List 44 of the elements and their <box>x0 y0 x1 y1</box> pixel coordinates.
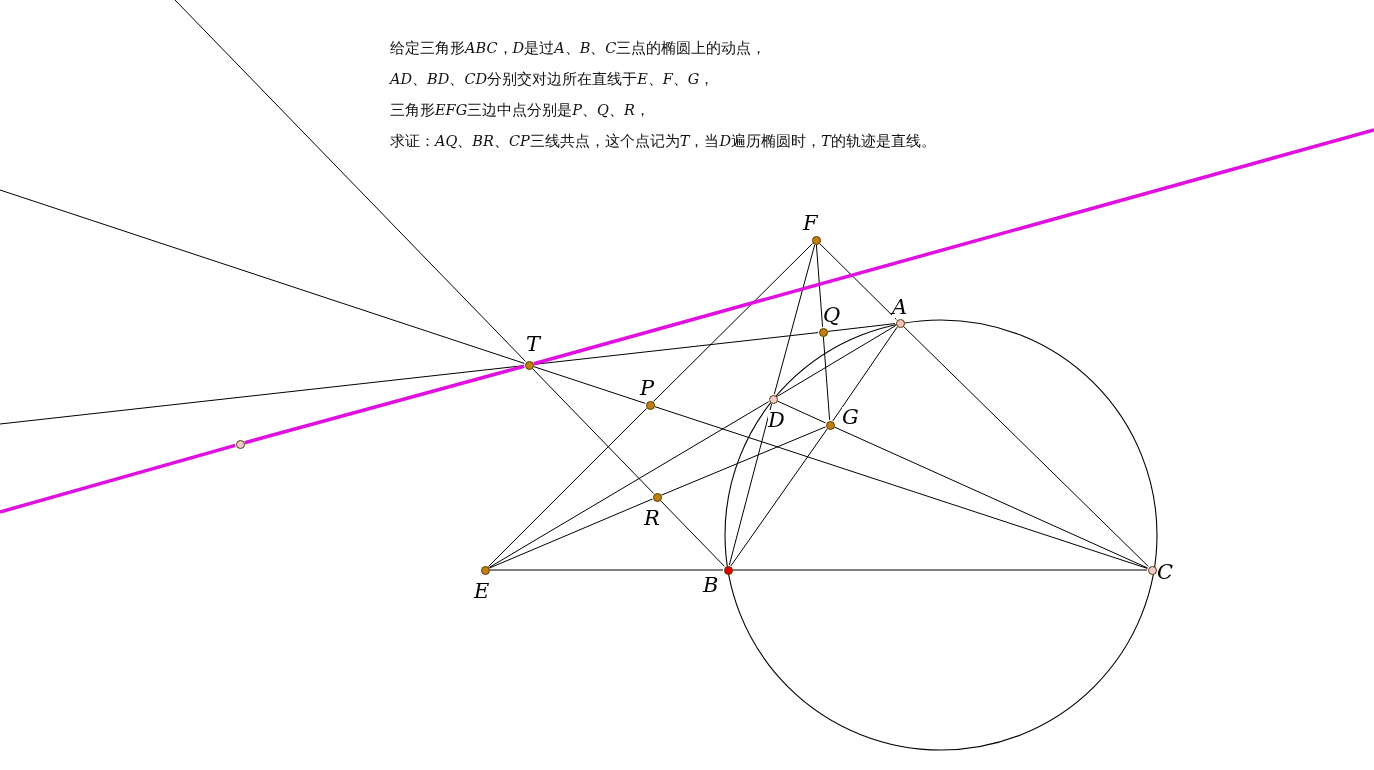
point <box>723 565 733 575</box>
problem-text: 给定三角形ABC，D是过A、B、C三点的椭圆上的动点， <box>390 40 767 58</box>
line-segment <box>822 336 831 421</box>
point <box>524 360 534 370</box>
point <box>825 420 835 430</box>
locus-line <box>0 443 236 514</box>
point <box>818 327 828 337</box>
line-segment <box>903 326 1149 567</box>
point <box>1147 565 1157 575</box>
line-segment <box>654 406 1148 569</box>
point-label: A <box>892 297 908 318</box>
line-segment <box>819 243 897 320</box>
line-segment <box>174 0 526 362</box>
line-segment <box>533 366 646 404</box>
line-segment <box>488 401 770 568</box>
problem-text: 求证：AQ、BR、CP三线共点，这个点记为T，当D遍历椭圆时，T的轨迹是直线。 <box>390 133 936 151</box>
line-segment <box>0 189 525 364</box>
line-segment <box>815 244 824 328</box>
line-segment <box>732 569 1148 571</box>
point <box>652 492 662 502</box>
problem-text: 三角形EFG三边中点分别是P、Q、R， <box>390 102 650 120</box>
line-segment <box>827 323 896 332</box>
point <box>811 235 821 245</box>
line-segment <box>488 408 647 567</box>
line-segment <box>776 325 897 397</box>
locus-line <box>533 128 1374 366</box>
point <box>645 400 655 410</box>
line-segment <box>532 368 654 494</box>
point <box>235 439 245 449</box>
locus-line <box>244 364 525 445</box>
line-segment <box>653 243 813 402</box>
line-segment <box>832 326 898 422</box>
line-segment <box>660 500 725 567</box>
line-segment <box>773 244 816 395</box>
point-label: Q <box>823 305 841 326</box>
problem-text: AD、BD、CD分别交对边所在直线于E、F、G， <box>390 71 715 89</box>
line-segment <box>728 403 773 566</box>
line-segment <box>730 428 828 567</box>
point <box>480 565 490 575</box>
line-segment <box>777 400 826 424</box>
line-segment <box>489 569 724 571</box>
line-segment <box>834 426 1148 569</box>
point <box>768 394 778 404</box>
line-segment <box>489 498 653 569</box>
